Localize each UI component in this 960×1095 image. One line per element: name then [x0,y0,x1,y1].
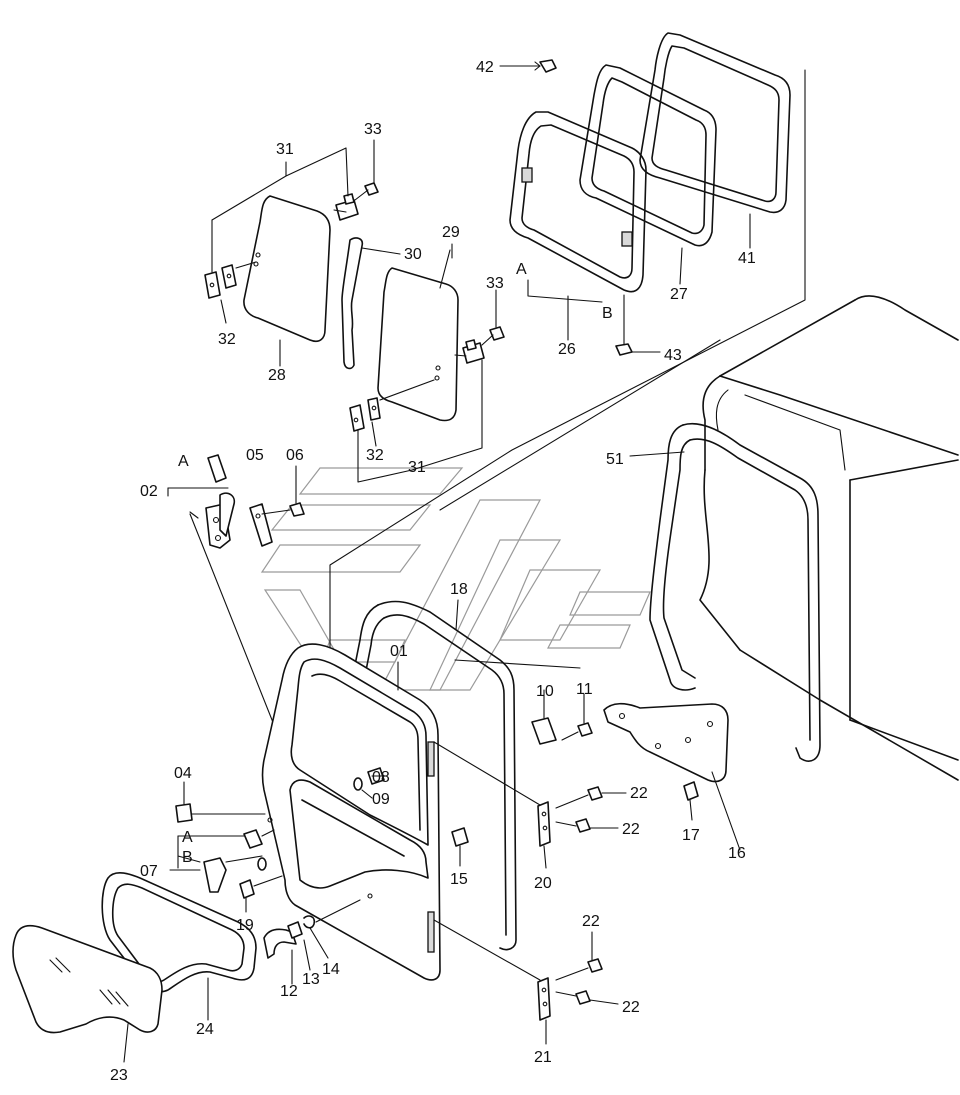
washer-09 [353,777,373,799]
part-15 [451,827,469,867]
cab-body [699,295,959,781]
window-seal-24 [101,871,257,993]
bolt-22-c [555,931,603,981]
label-29: 29 [442,224,460,241]
bolt-06 [261,465,305,517]
label-15: 15 [450,871,468,888]
bolt-17 [683,771,741,851]
label-42: 42 [476,59,494,76]
label-22-c: 22 [582,913,600,930]
leader-31-upper [211,147,349,221]
plates-32-upper [204,261,257,324]
label-02: 02 [140,483,158,500]
label-A-lock: A [178,453,189,470]
label-31-upper: 31 [276,141,294,158]
label-33-upper: 33 [364,121,382,138]
plate-05 [249,503,273,547]
clip-43 [615,294,661,356]
label-24: 24 [196,1021,214,1038]
label-08: 08 [372,769,390,786]
door-frame-18 [339,600,517,951]
nut-08 [367,767,385,785]
label-06: 06 [286,447,304,464]
grip-12 [263,928,297,959]
label-43: 43 [664,347,682,364]
plate-16 [603,702,729,783]
bolt-33-upper [354,139,379,201]
bolt-19 [239,875,283,913]
part-labels: 42 33 31 30 29 33 32 28 32 31 41 27 A B … [110,59,756,1084]
label-leaders [123,161,751,1063]
label-05: 05 [246,447,264,464]
label-27: 27 [670,286,688,303]
label-30: 30 [404,246,422,263]
label-41: 41 [738,250,756,267]
hinge-21 [433,919,551,1045]
label-51: 51 [606,451,624,468]
label-33-lower: 33 [486,275,504,292]
label-01: 01 [390,643,408,660]
label-A-handle: A [182,829,193,846]
plates-32-lower [349,379,435,447]
clip-14 [303,899,361,929]
label-B-frame: B [602,305,613,322]
label-26: 26 [558,341,576,358]
strip-30 [341,237,401,370]
glass-seal-27 [579,64,717,247]
label-22-a: 22 [630,785,648,802]
label-16: 16 [728,845,746,862]
label-09: 09 [372,791,390,808]
label-A-frame: A [516,261,527,278]
hinge-31-lower [454,339,485,364]
label-B-handle: B [182,849,193,866]
handle-07 [203,829,275,893]
label-04: 04 [174,765,192,782]
label-22-d: 22 [622,999,640,1016]
slide-glass-28 [243,195,331,343]
label-18: 18 [450,581,468,598]
bolt-22-b [555,818,619,833]
hinge-20 [433,741,551,869]
bolt-04 [175,781,266,823]
clip-42 [499,59,557,73]
label-14: 14 [322,961,340,978]
label-31-lower: 31 [408,459,426,476]
label-10: 10 [536,683,554,700]
door-seal-51 [649,422,821,762]
label-21: 21 [534,1049,552,1066]
bolt-22-a [555,786,627,809]
door-01 [261,643,441,981]
label-22-b: 22 [622,821,640,838]
label-12: 12 [280,983,298,1000]
label-11: 11 [576,681,593,698]
label-20: 20 [534,875,552,892]
label-28: 28 [268,367,286,384]
label-19: 19 [236,917,254,934]
bracket-10 [531,689,557,745]
label-13: 13 [302,971,320,988]
label-07: 07 [140,863,158,880]
door-glass-23 [12,925,163,1034]
label-17: 17 [682,827,700,844]
leader-31-lower [357,359,483,483]
nut-13 [287,921,303,939]
label-32-upper: 32 [218,331,236,348]
lock-02 [189,492,236,549]
slide-glass-29 [377,249,459,422]
glass-frame-26 [509,111,647,293]
bolt-11 [561,693,593,741]
bolt-22-d [555,990,619,1005]
handle-piece-A [207,454,227,483]
label-23: 23 [110,1067,128,1084]
hinge-31-upper [333,193,359,221]
label-32-lower: 32 [366,447,384,464]
bolt-33-lower [481,289,505,346]
